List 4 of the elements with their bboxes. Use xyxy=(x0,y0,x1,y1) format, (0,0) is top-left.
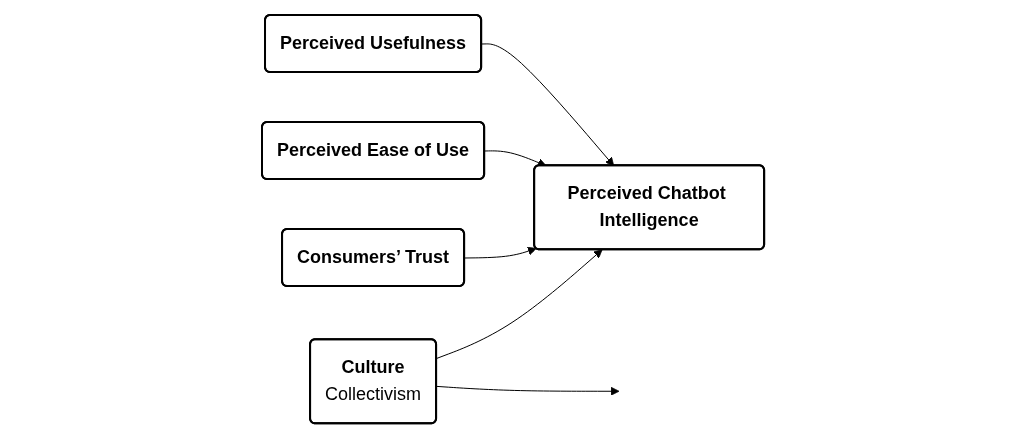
arrow xyxy=(464,247,538,259)
arrow xyxy=(436,386,620,397)
arrow xyxy=(481,43,615,167)
arrow xyxy=(436,249,603,360)
